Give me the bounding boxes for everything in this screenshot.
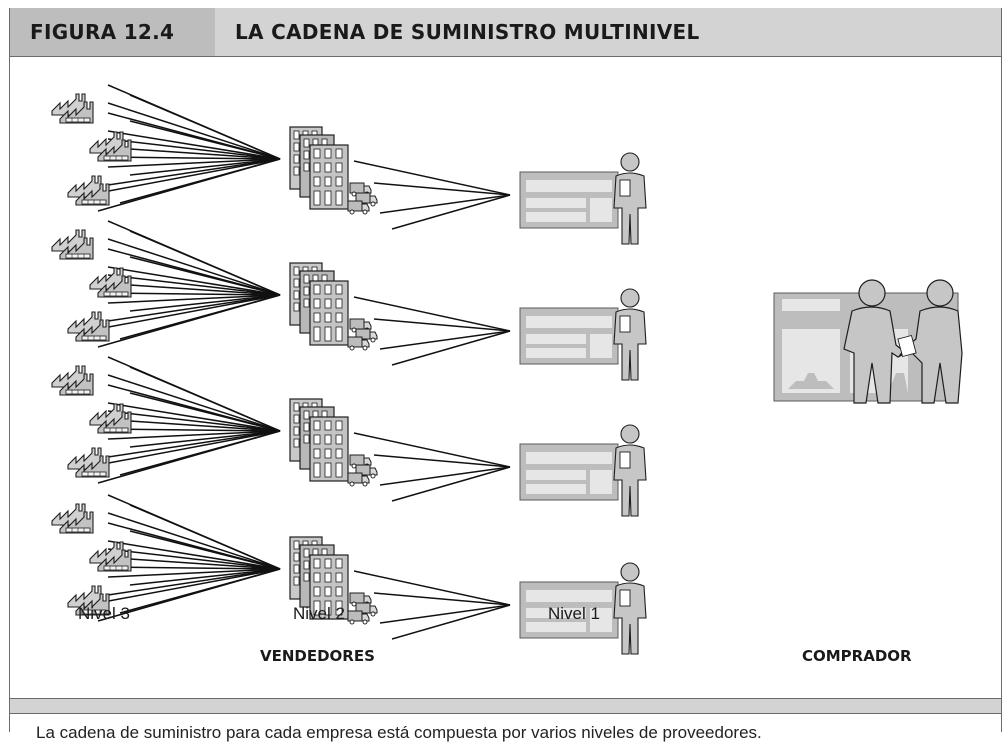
figure-header: FIGURA 12.4 LA CADENA DE SUMINISTRO MULT…: [10, 8, 1001, 57]
supply-link: [107, 158, 281, 168]
factory-icon: [89, 403, 132, 434]
tier1-supplier-icon: [519, 424, 647, 517]
supply-link: [107, 430, 281, 458]
supply-link: [107, 568, 281, 578]
tier1-supplier-icon: [519, 288, 647, 381]
supply-link: [379, 330, 511, 350]
factory-icon: [67, 311, 110, 342]
factory-icon: [67, 175, 110, 206]
supply-link: [107, 102, 281, 160]
supply-link: [129, 568, 281, 586]
supply-link: [391, 604, 511, 640]
caption-divider: [10, 698, 1001, 714]
building-icon: [289, 398, 378, 487]
supply-row: [51, 84, 647, 245]
supply-link: [373, 182, 511, 196]
tier2-label: Nivel 2: [293, 604, 345, 623]
building-icon: [289, 126, 378, 215]
supply-link: [107, 274, 281, 296]
tier3-label: Nivel 3: [78, 604, 130, 623]
supply-link: [353, 432, 511, 468]
factory-icon: [89, 541, 132, 572]
supply-link: [107, 294, 281, 322]
factory-icon: [89, 267, 132, 298]
figure-title: LA CADENA DE SUMINISTRO MULTINIVEL: [235, 20, 700, 44]
factory-icon: [67, 447, 110, 478]
supply-link: [129, 158, 281, 176]
supply-link: [129, 256, 281, 296]
supply-link: [107, 238, 281, 296]
supply-link: [107, 294, 281, 304]
supply-link: [107, 568, 281, 596]
supply-link: [97, 430, 281, 484]
supply-link: [107, 156, 281, 160]
supply-link: [107, 430, 281, 440]
supply-link: [97, 158, 281, 194]
supply-link: [129, 120, 281, 160]
factory-icon: [51, 365, 94, 396]
supply-link: [129, 530, 281, 570]
supply-link: [391, 194, 511, 230]
supply-link: [379, 194, 511, 214]
factory-icon: [51, 229, 94, 260]
supply-link: [97, 568, 281, 622]
supply-row: [51, 494, 647, 655]
supply-link: [97, 294, 281, 348]
supply-link: [97, 430, 281, 466]
supply-row: [51, 356, 647, 517]
supply-link: [107, 158, 281, 186]
supply-chain-diagram: [51, 84, 963, 655]
supply-link: [373, 592, 511, 606]
supply-link: [353, 160, 511, 196]
supply-link: [107, 292, 281, 296]
supply-link: [97, 158, 281, 212]
supply-link: [107, 402, 281, 432]
supply-link: [353, 296, 511, 332]
supply-link: [129, 420, 281, 432]
supply-link: [129, 504, 281, 570]
supply-link: [129, 148, 281, 160]
supply-link: [129, 294, 281, 312]
supply-link: [391, 330, 511, 366]
buyer-icon: [773, 279, 963, 404]
figure-frame: FIGURA 12.4 LA CADENA DE SUMINISTRO MULT…: [9, 8, 1002, 742]
building-icon: [289, 262, 378, 351]
supply-link: [107, 410, 281, 432]
supply-link: [107, 266, 281, 296]
figure-number: FIGURA 12.4: [10, 8, 215, 56]
supply-link: [373, 454, 511, 468]
supply-link: [129, 558, 281, 570]
supply-link: [129, 230, 281, 296]
supply-link: [107, 566, 281, 570]
supply-link: [129, 430, 281, 448]
supply-link: [129, 284, 281, 296]
supply-link: [129, 94, 281, 160]
supply-link: [107, 548, 281, 570]
supply-link: [353, 570, 511, 606]
supply-link: [107, 428, 281, 432]
supply-link: [379, 466, 511, 486]
buyer-label: COMPRADOR: [802, 647, 912, 665]
supply-link: [373, 318, 511, 332]
supply-link: [391, 466, 511, 502]
factory-icon: [89, 131, 132, 162]
supply-link: [97, 294, 281, 330]
supply-link: [107, 130, 281, 160]
supply-row: [51, 220, 647, 381]
tier1-label: Nivel 1: [548, 604, 600, 623]
tier1-supplier-icon: [519, 152, 647, 245]
factory-icon: [51, 93, 94, 124]
supply-link: [97, 568, 281, 604]
figure-caption: La cadena de suministro para cada empres…: [36, 723, 762, 742]
sellers-label: VENDEDORES: [260, 647, 375, 665]
supply-link: [107, 138, 281, 160]
supply-link: [379, 604, 511, 624]
supply-link: [107, 540, 281, 570]
factory-icon: [51, 503, 94, 534]
supply-link: [107, 374, 281, 432]
supply-link: [129, 392, 281, 432]
supply-link: [107, 512, 281, 570]
supply-link: [129, 366, 281, 432]
